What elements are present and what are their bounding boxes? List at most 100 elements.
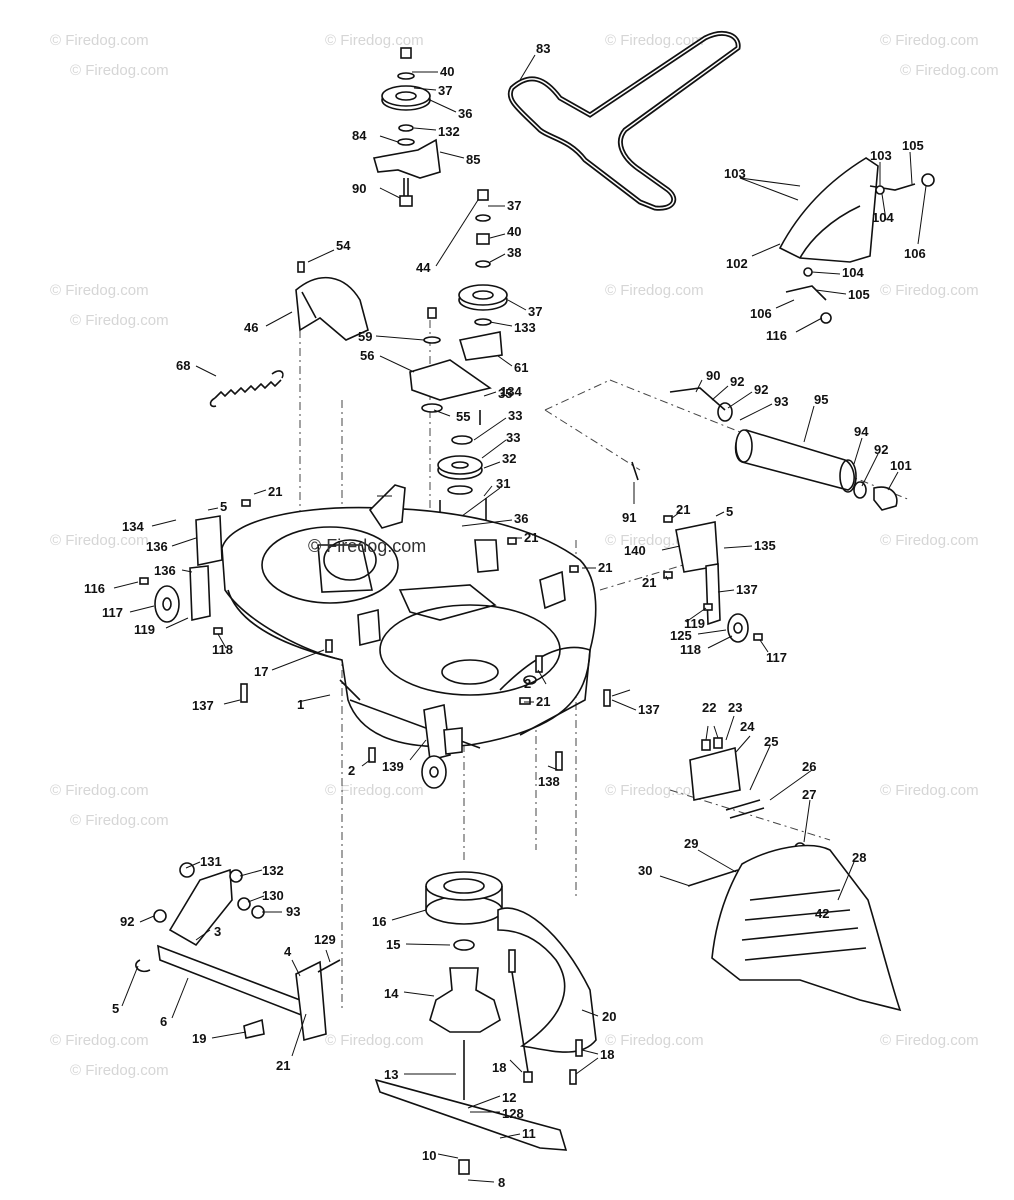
watermark: © Firedog.com bbox=[70, 62, 169, 79]
callout-133: 134 bbox=[500, 384, 522, 399]
watermark: © Firedog.com bbox=[70, 312, 169, 329]
callout-119: 119 bbox=[134, 622, 155, 637]
watermark: © Firedog.com bbox=[325, 32, 424, 49]
callout-2: 2 bbox=[524, 676, 531, 691]
watermark: © Firedog.com bbox=[50, 282, 149, 299]
callout-21: 21 bbox=[268, 484, 282, 499]
callout-38: 40 bbox=[507, 224, 521, 239]
callout-33: 33 bbox=[508, 408, 522, 423]
callout-35: 36 bbox=[514, 511, 528, 526]
watermark: © Firedog.com bbox=[880, 1032, 979, 1049]
callout-94: 95 bbox=[814, 392, 828, 407]
callout-54: 55 bbox=[456, 409, 470, 424]
watermark: © Firedog.com bbox=[308, 536, 426, 556]
watermark: © Firedog.com bbox=[880, 782, 979, 799]
callout-116: 116 bbox=[84, 581, 105, 596]
callout-36: 36 bbox=[458, 106, 472, 121]
hardware bbox=[139, 261, 763, 1085]
cable-bracket-assembly bbox=[689, 737, 806, 854]
callout-36: 37 bbox=[528, 304, 542, 319]
callout-91: 92 bbox=[730, 374, 744, 389]
callout-17: 17 bbox=[254, 664, 268, 679]
callout-labels: 1 2 2 3 4 5 5 5 6 8 10 11 12 128 13 14 1… bbox=[84, 41, 926, 1190]
callout-137: 138 bbox=[538, 774, 560, 789]
callout-138: 139 bbox=[382, 759, 404, 774]
watermark: © Firedog.com bbox=[70, 812, 169, 829]
watermark: © Firedog.com bbox=[50, 32, 149, 49]
callout-21: 21 bbox=[276, 1058, 290, 1073]
watermark: © Firedog.com bbox=[605, 782, 704, 799]
blade-spindle-assembly bbox=[374, 871, 568, 1175]
callout-101: 102 bbox=[726, 256, 748, 271]
watermark: © Firedog.com bbox=[70, 1062, 169, 1079]
callout-44: 46 bbox=[244, 320, 258, 335]
deck-brackets bbox=[189, 484, 721, 761]
callout-30: 31 bbox=[496, 476, 510, 491]
callout-84: 85 bbox=[466, 152, 480, 167]
callout-118: 119 bbox=[684, 616, 705, 631]
watermark: © Firedog.com bbox=[880, 32, 979, 49]
gauge-wheels bbox=[154, 585, 749, 789]
callout-27: 28 bbox=[852, 850, 866, 865]
callout-132: 133 bbox=[514, 320, 536, 335]
callout-56: 59 bbox=[358, 329, 372, 344]
mower-deck-1 bbox=[221, 506, 597, 749]
watermark: © Firedog.com bbox=[605, 282, 704, 299]
callout-20: 20 bbox=[602, 1009, 616, 1024]
callout-130: 131 bbox=[200, 854, 222, 869]
watermark: © Firedog.com bbox=[325, 782, 424, 799]
callout-21: 22 bbox=[702, 700, 716, 715]
callout-92: 93 bbox=[286, 904, 300, 919]
callout-90: 91 bbox=[622, 510, 636, 525]
callout-106: 116 bbox=[766, 328, 787, 343]
watermark: © Firedog.com bbox=[880, 532, 979, 549]
idler-pulley-assembly-top bbox=[372, 47, 441, 207]
callout-32: 33 bbox=[506, 430, 520, 445]
anti-scalp-roller bbox=[631, 387, 898, 511]
callout-29: 30 bbox=[638, 863, 652, 878]
callout-139: 140 bbox=[624, 543, 646, 558]
callout-103: 103 bbox=[870, 148, 892, 163]
callout-128: 128 bbox=[502, 1106, 524, 1121]
callout-95: 101 bbox=[890, 458, 912, 473]
callout-10: 10 bbox=[422, 1148, 436, 1163]
callout-5: 5 bbox=[726, 504, 733, 519]
callout-93: 93 bbox=[774, 394, 788, 409]
callout-117: 117 bbox=[102, 605, 123, 620]
callout-24: 25 bbox=[764, 734, 778, 749]
callout-135: 136 bbox=[146, 539, 168, 554]
watermark: © Firedog.com bbox=[50, 782, 149, 799]
callout-118: 118 bbox=[212, 642, 233, 657]
callout-83: 84 bbox=[352, 128, 367, 143]
callout-93: 94 bbox=[854, 424, 869, 439]
callout-16: 16 bbox=[372, 914, 386, 929]
watermark: © Firedog.com bbox=[50, 1032, 149, 1049]
callout-40: 40 bbox=[440, 64, 454, 79]
callout-37: 38 bbox=[507, 245, 521, 260]
callout-1: 1 bbox=[297, 697, 304, 712]
callout-105: 106 bbox=[750, 306, 772, 321]
callout-8: 8 bbox=[498, 1175, 505, 1190]
callout-131: 132 bbox=[262, 863, 284, 878]
callout-104: 105 bbox=[848, 287, 870, 302]
callout-106: 106 bbox=[904, 246, 926, 261]
watermark: © Firedog.com bbox=[900, 62, 999, 79]
callout-4: 4 bbox=[284, 944, 292, 959]
callout-11: 11 bbox=[522, 1126, 536, 1141]
callout-5: 5 bbox=[112, 1001, 119, 1016]
callout-21: 21 bbox=[676, 502, 690, 517]
callout-37: 37 bbox=[438, 83, 452, 98]
callout-21: 21 bbox=[524, 530, 538, 545]
callout-134: 134 bbox=[122, 519, 144, 534]
watermark-layer: © Firedog.com © Firedog.com © Firedog.co… bbox=[50, 32, 999, 1079]
callout-134: 135 bbox=[754, 538, 776, 553]
callout-6: 6 bbox=[160, 1014, 167, 1029]
callout-92: 92 bbox=[754, 382, 768, 397]
callout-22: 23 bbox=[728, 700, 742, 715]
callout-21: 21 bbox=[536, 694, 550, 709]
callout-21: 21 bbox=[642, 575, 656, 590]
callout-31: 32 bbox=[502, 451, 516, 466]
callout-40: 44 bbox=[416, 260, 431, 275]
